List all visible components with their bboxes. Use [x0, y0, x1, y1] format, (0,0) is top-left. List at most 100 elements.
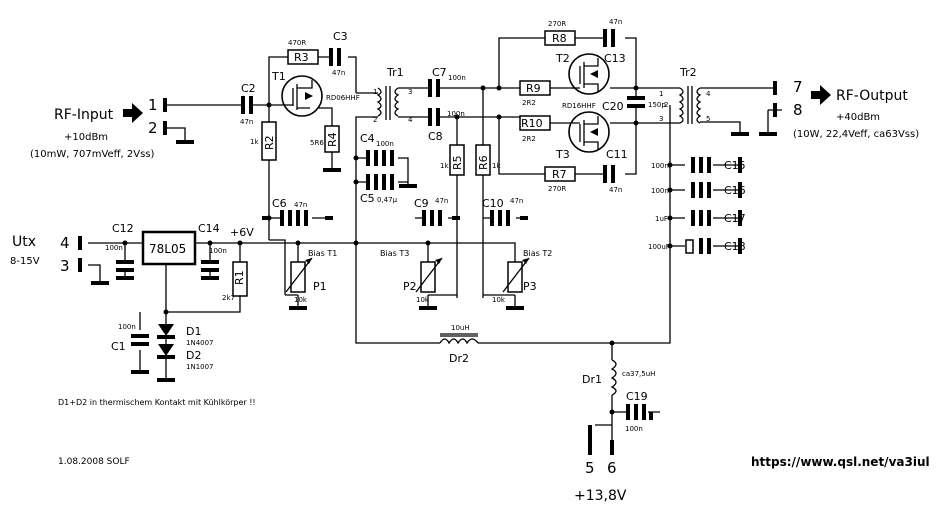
- r9-label: R9: [526, 82, 541, 95]
- p2-value: 10k: [416, 296, 430, 304]
- output-power: +40dBm: [836, 112, 880, 123]
- choke-dr2: [439, 333, 479, 345]
- date-author: 1.08.2008 SOLF: [58, 457, 130, 467]
- c14-value: 100n: [209, 247, 227, 255]
- wires: [88, 37, 782, 440]
- diode-d1: [157, 324, 175, 339]
- r3-label: R3: [294, 51, 309, 64]
- r5-label: R5: [451, 155, 464, 170]
- c12-value: 100n: [105, 244, 123, 252]
- regulator-rail: +6V: [230, 226, 254, 239]
- tr1-pin-1: 1: [373, 88, 377, 96]
- r3-value: 470R: [288, 39, 306, 47]
- r7-label: R7: [552, 168, 567, 181]
- transformer-tr2: [678, 86, 702, 124]
- c16-value: 100n: [651, 187, 669, 195]
- tr1-label: Tr1: [386, 66, 404, 79]
- p1-value: 10k: [294, 296, 308, 304]
- c18-value: 100uF: [648, 243, 670, 251]
- c16-label: C16: [724, 184, 746, 197]
- input-detail: (10mW, 707mVeff, 2Vss): [30, 149, 155, 160]
- t1-type: RD06HHF: [326, 94, 360, 102]
- supply-voltage: +13,8V: [574, 488, 627, 504]
- c3-value: 47n: [332, 69, 345, 77]
- c10-label: C10: [482, 197, 504, 210]
- dr2-value: 10uH: [451, 324, 470, 332]
- output-title: RF-Output: [836, 88, 908, 104]
- c17-label: C17: [724, 212, 746, 225]
- input-power: +10dBm: [64, 132, 108, 143]
- supply-pin-6: 6: [607, 459, 617, 477]
- p3-label: P3: [523, 280, 537, 293]
- r1-value: 2k7: [222, 294, 235, 302]
- tr2-label: Tr2: [679, 66, 697, 79]
- p3-value: 10k: [492, 296, 506, 304]
- c15-value: 100n: [651, 162, 669, 170]
- c20-value: 150p: [648, 101, 666, 109]
- c17-value: 1uF: [655, 215, 668, 223]
- utx-range: 8-15V: [10, 256, 40, 267]
- input-title: RF-Input: [54, 107, 114, 123]
- transistor-t3: [568, 111, 610, 153]
- r4-label: R4: [326, 132, 339, 147]
- ground-symbols: [78, 81, 777, 455]
- r8-value: 270R: [548, 20, 566, 28]
- c14-label: C14: [198, 222, 220, 235]
- r1-label: R1: [233, 270, 246, 285]
- c2-value: 47n: [240, 118, 253, 126]
- p2-label: P2: [403, 280, 417, 293]
- r6-label: R6: [477, 155, 490, 170]
- junction-dots: [122, 85, 673, 415]
- r10-value: 2R2: [522, 135, 536, 143]
- c2-label: C2: [241, 82, 256, 95]
- c13-value: 47n: [609, 18, 622, 26]
- c18-label: C18: [724, 240, 746, 253]
- tr1-pin-2: 2: [373, 116, 377, 124]
- r9-value: 2R2: [522, 99, 536, 107]
- output-pin-7: 7: [793, 78, 803, 96]
- c4-value: 100n: [376, 140, 394, 148]
- c5-value: 0,47µ: [377, 196, 398, 204]
- r2-label: R2: [263, 135, 276, 150]
- regulator-name: 78L05: [149, 242, 186, 256]
- c7-label: C7: [432, 66, 447, 79]
- pot-p3: [502, 257, 530, 293]
- c19-value: 100n: [625, 425, 643, 433]
- dr2-label: Dr2: [449, 352, 469, 365]
- component-bodies: [141, 30, 694, 297]
- bias-t1-label: Bias T1: [308, 249, 337, 258]
- input-pin-2: 2: [148, 119, 158, 137]
- output-pin-8: 8: [793, 101, 803, 119]
- r8-label: R8: [552, 32, 567, 45]
- r4-value: 5R6: [310, 139, 324, 147]
- d2-label: D2: [186, 349, 201, 362]
- pot-p2: [415, 257, 443, 293]
- tr2-pin-1: 1: [659, 90, 663, 98]
- bias-t2-label: Bias T2: [523, 249, 552, 258]
- c9-label: C9: [414, 197, 429, 210]
- thermal-note: D1+D2 in thermischem Kontakt mit Kühlkör…: [58, 398, 256, 407]
- c8-value: 100n: [447, 110, 465, 118]
- transistor-t2: [568, 53, 610, 95]
- source-url: https://www.qsl.net/va3iul: [751, 455, 930, 469]
- utx-pin-4: 4: [60, 234, 70, 252]
- input-pin-1: 1: [148, 96, 158, 114]
- c8-label: C8: [428, 130, 443, 143]
- p1-label: P1: [313, 280, 327, 293]
- tr2-pin-2: 2: [664, 101, 668, 109]
- d1-type: 1N4007: [186, 339, 214, 347]
- c20-label: C20: [602, 100, 624, 113]
- c10-value: 47n: [510, 197, 523, 205]
- t3-label: T3: [555, 148, 570, 161]
- bias-t3-label: Bias T3: [380, 249, 409, 258]
- d2-type: 1N1007: [186, 363, 214, 371]
- t2-label: T2: [555, 52, 570, 65]
- c5-label: C5: [360, 192, 375, 205]
- utx-label: Utx: [12, 234, 36, 250]
- c19-label: C19: [626, 390, 648, 403]
- dr1-value: ca37,5uH: [622, 370, 655, 378]
- supply-pin-5: 5: [585, 459, 595, 477]
- tr2-pin-4: 4: [706, 90, 711, 98]
- diode-d2: [157, 337, 175, 365]
